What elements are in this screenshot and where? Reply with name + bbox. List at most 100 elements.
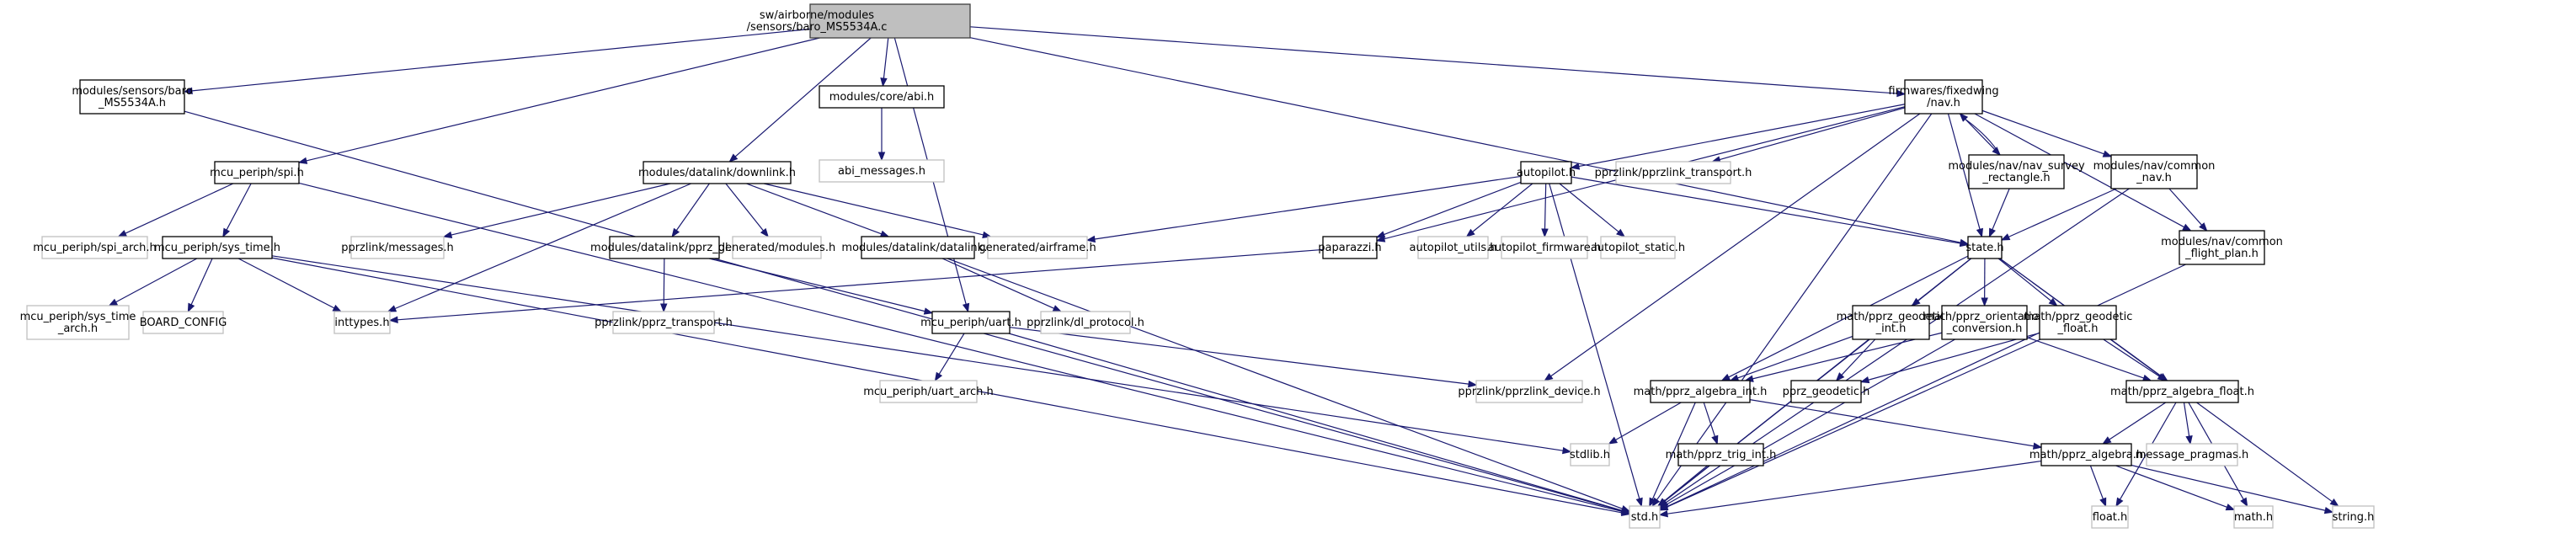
node-common-flight-plan-h[interactable]: modules/nav/common_flight_plan.h	[2161, 230, 2283, 265]
arrowhead-icon	[934, 371, 943, 382]
node-label: _rectangle.h	[1981, 172, 2050, 184]
arrowhead-icon	[1570, 163, 1581, 170]
arrowhead-icon	[2115, 497, 2124, 508]
node-box	[2179, 230, 2265, 265]
edge-algebra_h-to-std_h	[1658, 460, 2042, 518]
edge-line	[969, 26, 1898, 94]
node-label: math/pprz_geodetic	[1837, 311, 1946, 323]
node-label: paparazzi.h	[1318, 242, 1381, 254]
node-algebra-h[interactable]: math/pprz_algebra.h	[2029, 443, 2143, 466]
node-label: stdlib.h	[1570, 449, 1610, 461]
node-geodetic-int-h[interactable]: math/pprz_geodetic_int.h	[1837, 305, 1946, 340]
edge-algebra_h-to-float_h	[2089, 465, 2107, 508]
edge-line	[1472, 183, 1533, 232]
node-root[interactable]: sw/airborne/modules/sensors/baro_MS5534A…	[747, 3, 971, 39]
node-pprz-dl-h[interactable]: modules/datalink/pprz_dl.h	[590, 236, 739, 259]
node-geodetic-float-h[interactable]: math/pprz_geodetic_float.h	[2024, 305, 2133, 340]
edge-spi_h-to-std_h	[298, 182, 1631, 515]
edges-layer	[108, 26, 2339, 518]
edge-geodetic_int_h-to-pprz_geodetic_h	[1835, 338, 1876, 382]
node-autopilot-h[interactable]: autopilot.h	[1517, 161, 1576, 184]
node-airframe-h: generated/airframe.h	[979, 236, 1096, 259]
node-nav-h[interactable]: firmwares/fixedwing/nav.h	[1888, 79, 1999, 115]
edge-line	[1997, 258, 2052, 301]
edge-autopilot_h-to-autopilot_utils_h	[1465, 183, 1533, 237]
edge-line	[2109, 402, 2167, 440]
node-orientation-h[interactable]: math/pprz_orientation_conversion.h	[1923, 305, 2045, 340]
edge-nav_h-to-state_h	[1947, 113, 1984, 238]
edge-line	[1992, 188, 2010, 230]
node-sys-time-h[interactable]: mcu_periph/sys_time.h	[154, 236, 280, 259]
node-abi-messages-h: abi_messages.h	[819, 159, 945, 183]
node-box	[2233, 505, 2274, 529]
node-label: _nav.h	[2136, 172, 2172, 184]
edge-line	[2089, 465, 2104, 499]
edge-line	[1550, 113, 1921, 377]
node-state-h[interactable]: state.h	[1965, 236, 2004, 259]
arrowhead-icon	[332, 304, 343, 312]
node-paparazzi-h[interactable]: paparazzi.h	[1318, 236, 1382, 259]
arrowhead-icon	[108, 298, 119, 306]
node-trig-int-h[interactable]: math/pprz_trig_int.h	[1666, 443, 1777, 466]
node-abi-h[interactable]: modules/core/abi.h	[819, 85, 945, 109]
node-spi-h[interactable]: mcu_periph/spi.h	[210, 161, 304, 184]
edge-abi_h-to-abi_messages_h	[877, 108, 886, 162]
node-label: _MS5534A.h	[98, 97, 166, 109]
arrowhead-icon	[1658, 509, 1668, 518]
edge-root-to-baro_h	[183, 28, 811, 95]
edge-root-to-abi_h	[880, 37, 889, 88]
edge-sys_time_h-to-stdlib_h	[271, 255, 1572, 455]
arrowhead-icon	[1544, 373, 1554, 381]
node-label: _float.h	[2056, 322, 2098, 335]
edge-line	[1841, 338, 1876, 376]
node-autopilot-static-h: autopilot_static.h	[1591, 236, 1685, 259]
node-label: pprz_geodetic.h	[1783, 386, 1870, 398]
arrowhead-icon	[1468, 380, 1478, 388]
arrowhead-icon	[1859, 376, 1870, 384]
node-baro-h[interactable]: modules/sensors/baro_MS5534A.h	[72, 79, 193, 115]
arrowhead-icon	[877, 152, 886, 162]
edge-sys_time_h-to-inttypes_h	[237, 258, 343, 312]
node-stdlib-h: stdlib.h	[1570, 443, 1610, 466]
node-label: modules/core/abi.h	[829, 91, 935, 104]
node-label: std.h	[1631, 511, 1659, 524]
node-datalink-h[interactable]: modules/datalink/datalink.h	[841, 236, 995, 259]
edge-line	[1719, 107, 1906, 161]
node-pprz-transport-h: pprzlink/pprz_transport.h	[595, 311, 733, 334]
node-box	[2146, 443, 2238, 466]
edge-downlink_h-to-gen_modules_h	[725, 183, 769, 238]
node-pprz-geodetic-h[interactable]: pprz_geodetic.h	[1783, 380, 1870, 403]
edge-line	[1008, 333, 1623, 511]
node-box	[1677, 443, 1764, 466]
arrowhead-icon	[1656, 498, 1667, 507]
edge-line	[1667, 460, 2042, 514]
node-label: BOARD_CONFIG	[140, 317, 227, 329]
node-pprzlink-device-h: pprzlink/pprzlink_device.h	[1458, 380, 1601, 403]
node-common-nav-h[interactable]: modules/nav/common_nav.h	[2093, 154, 2216, 189]
node-downlink-h[interactable]: modules/datalink/downlink.h	[638, 161, 796, 184]
edge-nav_h-to-pprzlink_transport_h	[1711, 107, 1906, 163]
node-algebra-float-h[interactable]: math/pprz_algebra_float.h	[2110, 380, 2254, 403]
edge-line	[1999, 258, 2333, 503]
edge-algebra_int_h-to-stdlib_h	[1608, 402, 1682, 445]
node-box	[1040, 311, 1131, 334]
edge-line	[191, 28, 811, 92]
arrowhead-icon	[1720, 373, 1731, 381]
edge-autopilot_h-to-autopilot_static_h	[1559, 183, 1626, 237]
node-nav-survey-h[interactable]: modules/nav/nav_survey_rectangle.h	[1948, 154, 2085, 189]
edge-autopilot_h-to-airframe_h	[1085, 175, 1522, 243]
arrowhead-icon	[1959, 239, 1970, 248]
edge-line	[1615, 402, 1682, 441]
node-uart-h[interactable]: mcu_periph/uart.h	[920, 311, 1021, 334]
node-label: autopilot_firmware.h	[1488, 242, 1601, 254]
arrowhead-icon	[671, 227, 680, 238]
node-label: pprzlink/pprzlink_transport.h	[1595, 167, 1752, 179]
edge-paparazzi_h-to-inttypes_h	[388, 248, 1324, 323]
node-label: /nav.h	[1927, 97, 1960, 109]
node-label: modules/nav/common	[2161, 236, 2283, 248]
edge-nav_h-to-autopilot_h	[1570, 104, 1906, 170]
node-algebra-int-h[interactable]: math/pprz_algebra_int.h	[1634, 380, 1768, 403]
node-label: sw/airborne/modules	[760, 9, 874, 22]
node-label: pprzlink/pprzlink_device.h	[1458, 386, 1600, 398]
arrowhead-icon	[2199, 222, 2208, 232]
